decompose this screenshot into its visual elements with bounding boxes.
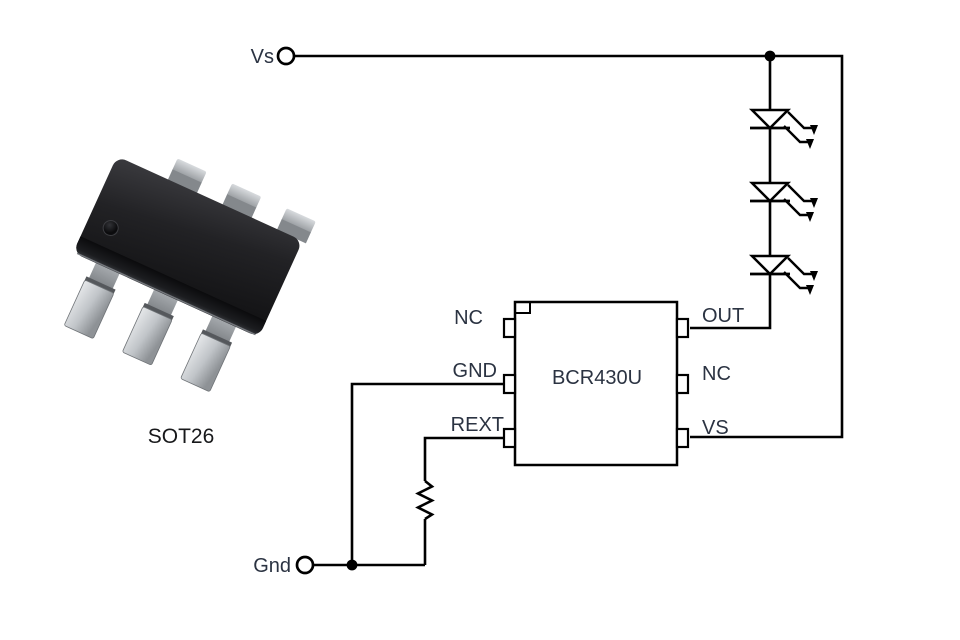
led-string <box>748 108 820 297</box>
ic-bcr430u: BCR430U <box>502 300 690 467</box>
led-icon-3 <box>748 254 820 297</box>
sot26-package-image <box>64 159 316 392</box>
terminal-vs-label: Vs <box>251 46 274 68</box>
junction-dot-top <box>764 50 776 62</box>
resistor-rext <box>415 479 435 521</box>
pin-stub-nc-right <box>675 373 690 395</box>
package-back-leads <box>167 159 316 244</box>
pin-label-rext: REXT <box>451 414 504 436</box>
terminal-vs-icon <box>276 46 296 66</box>
package-front-leads <box>64 276 233 392</box>
package-body <box>76 159 300 336</box>
pin-label-out: OUT <box>702 305 744 327</box>
pin-stub-vs <box>675 427 690 449</box>
pin1-notch-icon <box>515 302 531 314</box>
pin-stub-out <box>675 317 690 339</box>
junction-dot-bottom <box>346 559 358 571</box>
schematic-circuit: BCR430U NC GND REXT OUT NC VS Vs Gnd <box>251 46 844 577</box>
wire-gnd <box>350 382 503 565</box>
terminal-gnd-label: Gnd <box>253 555 291 577</box>
pin-label-nc-right: NC <box>702 363 731 385</box>
led-icon-1 <box>748 108 820 151</box>
pin-label-vs: VS <box>702 417 729 439</box>
pin1-dimple-icon <box>102 220 119 237</box>
pin-label-nc-left: NC <box>454 307 483 329</box>
pin-stub-gnd <box>502 373 517 395</box>
pin-stub-rext <box>502 427 517 449</box>
led-icon-2 <box>748 181 820 224</box>
ic-name-label: BCR430U <box>552 367 642 389</box>
wire-led-branch <box>690 56 772 330</box>
package-name-label: SOT26 <box>148 425 215 448</box>
pin-label-gnd: GND <box>453 360 497 382</box>
terminal-gnd-icon <box>295 555 315 575</box>
wire-rext <box>423 436 503 481</box>
pin-stub-nc-left <box>502 317 517 339</box>
wire-supply-rail <box>294 54 844 439</box>
